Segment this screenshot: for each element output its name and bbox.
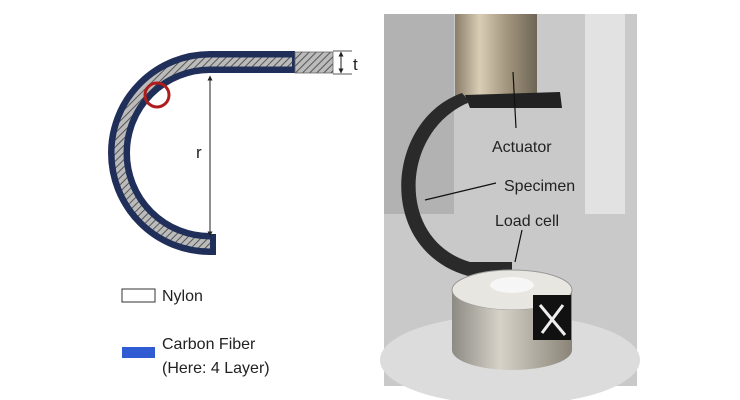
- radius-label: r: [196, 143, 202, 162]
- actuator-cylinder: [455, 14, 537, 99]
- legend-swatch-nylon: [121, 288, 156, 303]
- legend-swatch-carbon-fiber: [122, 347, 155, 358]
- legend-label-carbon-fiber: Carbon Fiber: [162, 336, 256, 353]
- load-cell-label: Load cell: [495, 213, 559, 230]
- legend: Nylon Carbon Fiber (Here: 4 Layer): [121, 288, 270, 377]
- thickness-label: t: [353, 55, 358, 74]
- legend-label-nylon: Nylon: [162, 288, 203, 305]
- test-setup-photo: Actuator Specimen Load cell: [380, 14, 640, 400]
- legend-sublabel-carbon-fiber: (Here: 4 Layer): [162, 360, 270, 377]
- actuator-label: Actuator: [492, 139, 552, 156]
- specimen-label: Specimen: [504, 178, 575, 195]
- highlight-circle: [143, 81, 171, 109]
- specimen-schematic: r t: [108, 50, 358, 255]
- nylon-core: [114, 57, 292, 249]
- nylon-end-section: [294, 51, 334, 74]
